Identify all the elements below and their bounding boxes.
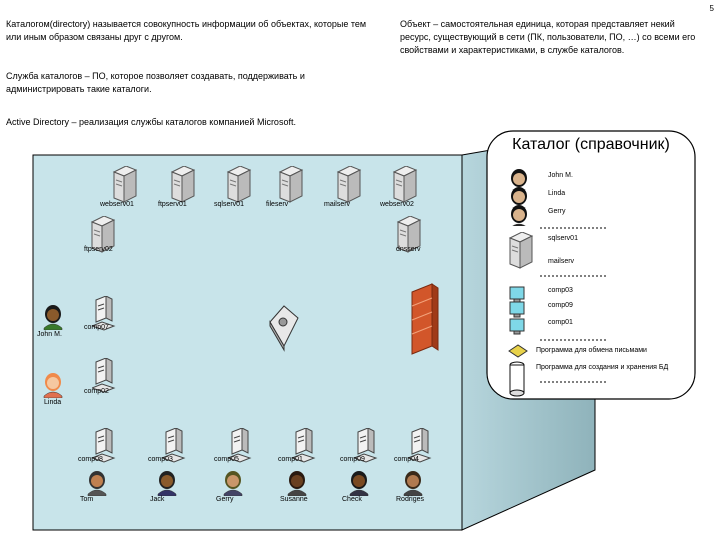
- workstation-icon: [408, 428, 432, 463]
- person-icon: [403, 471, 423, 496]
- directory-definition: Каталогом(directory) называется совокупн…: [6, 19, 367, 42]
- object-definition: Объект – самостоятельная единица, котора…: [400, 19, 696, 55]
- workstation-label: comp04: [394, 456, 419, 463]
- workstation-label: comp03: [148, 456, 173, 463]
- person-label: John M.: [37, 331, 62, 338]
- catalog-server-icon: [508, 232, 534, 269]
- server-icon: [170, 166, 196, 203]
- catalog-computer-label: comp01: [548, 319, 573, 326]
- server-icon: [392, 166, 418, 203]
- database-icon: [509, 361, 525, 397]
- person-icon: [287, 471, 307, 496]
- server-icon: [112, 166, 138, 203]
- workstation-icon: [92, 296, 116, 331]
- catalog-computer-icon: [509, 301, 525, 318]
- catalog-computer-label: comp09: [548, 302, 573, 309]
- person-label: Check: [342, 496, 362, 503]
- catalog-server-label: mailserv: [548, 258, 575, 265]
- catalog-software-label: Программа для обмена письмами: [536, 347, 647, 354]
- person-icon: [43, 305, 63, 330]
- person-icon: [87, 471, 107, 496]
- person-label: Rodriges: [396, 496, 425, 503]
- catalog-user-label: Gerry: [548, 208, 566, 215]
- catalog-panel: [486, 130, 696, 400]
- server-label: ftpserv02: [84, 246, 113, 253]
- person-icon: [43, 373, 63, 398]
- active-directory-definition: Active Directory – реализация службы кат…: [6, 117, 296, 127]
- firewall-icon: [411, 283, 439, 355]
- catalog-user-label: John M.: [548, 172, 573, 179]
- workstation-icon: [228, 428, 252, 463]
- server-label: webserv02: [380, 201, 414, 208]
- catalog-server-label: sqlserv01: [548, 235, 578, 242]
- catalog-title: Каталог (справочник): [512, 136, 670, 153]
- workstation-label: comp09: [340, 456, 365, 463]
- server-label: dnsserv: [396, 246, 421, 253]
- workstation-label: comp08: [78, 456, 103, 463]
- catalog-computer-label: comp03: [548, 287, 573, 294]
- catalog-software-label: Программа для создания и хранения БД: [536, 364, 669, 371]
- workstation-icon: [292, 428, 316, 463]
- workstation-icon: [92, 428, 116, 463]
- server-label: mailserv: [324, 201, 351, 208]
- server-label: webserv01: [100, 201, 134, 208]
- person-label: Susanne: [280, 496, 308, 503]
- workstation-icon: [162, 428, 186, 463]
- person-label: Jack: [150, 496, 165, 503]
- person-label: Linda: [44, 399, 62, 406]
- workstation-label: comp02: [84, 388, 109, 395]
- workstation-label: comp07: [84, 324, 109, 331]
- server-label: fileserv: [266, 201, 289, 208]
- server-icon: [336, 166, 362, 203]
- workstation-icon: [354, 428, 378, 463]
- server-icon: [226, 166, 252, 203]
- mail-program-icon: [508, 344, 528, 358]
- server-icon: [278, 166, 304, 203]
- workstation-label: comp01: [278, 456, 303, 463]
- catalog-user-icon: [511, 205, 527, 226]
- server-icon: [90, 216, 116, 253]
- catalog-computer-icon: [509, 318, 525, 335]
- person-icon: [349, 471, 369, 496]
- person-icon: [157, 471, 177, 496]
- person-label: Gerry: [216, 496, 234, 503]
- person-label: Tom: [80, 496, 94, 503]
- catalog-user-label: Linda: [548, 190, 566, 197]
- server-label: sqlserv01: [214, 201, 244, 208]
- person-icon: [223, 471, 243, 496]
- router-icon: [269, 305, 299, 352]
- directory-service-definition: Служба каталогов – ПО, которое позволяет…: [6, 71, 305, 94]
- workstation-icon: [92, 358, 116, 393]
- workstation-label: comp05: [214, 456, 239, 463]
- server-label: ftpserv01: [158, 201, 187, 208]
- server-icon: [396, 216, 422, 253]
- page-number: 5: [709, 4, 714, 13]
